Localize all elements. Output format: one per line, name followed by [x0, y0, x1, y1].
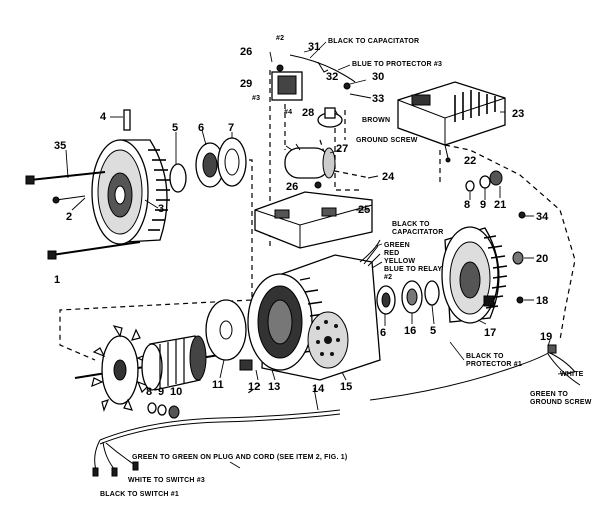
callout-blue-to-relay: BLUE TO RELAY [384, 266, 442, 273]
callout-white-to-switch: WHITE TO SWITCH #3 [128, 477, 205, 484]
part-number-8-rear: 8 [464, 199, 470, 211]
relay-assembly [254, 54, 379, 249]
front-bearing-stack [169, 137, 247, 193]
part-number-1: 1 [54, 274, 60, 286]
callout-black-to-protector-1: BLACK TO [466, 353, 504, 360]
part-number-6-front: 6 [198, 122, 204, 134]
callout-black-to-switch: BLACK TO SWITCH #1 [100, 491, 179, 498]
part-number-5-rear: 5 [430, 325, 436, 337]
callout-ground-screw: GROUND SCREW [356, 137, 418, 144]
callout-black-to-protector-2: PROTECTOR #1 [466, 361, 522, 368]
part-number-18: 18 [536, 295, 548, 307]
part-number-30: 30 [372, 71, 384, 83]
callout-brown: BROWN [362, 117, 390, 124]
part-number-11: 11 [212, 379, 224, 391]
callout-terminal-4: #4 [284, 109, 292, 116]
callout-green-to-ground-2: GROUND SCREW [530, 399, 592, 406]
part-number-26-mid: 26 [286, 181, 298, 193]
wiring-callouts: BLACK TO CAPACITATOR BLUE TO PROTECTOR #… [100, 35, 592, 498]
callout-terminal-2: #2 [276, 35, 284, 42]
part-number-33: 33 [372, 93, 384, 105]
rear-bearing-stack [376, 280, 440, 315]
part-number-16: 16 [404, 325, 416, 337]
part-number-29: 29 [240, 78, 252, 90]
part-number-6-rear: 6 [380, 327, 386, 339]
part-number-10: 10 [170, 386, 182, 398]
end-bell-rear [441, 211, 526, 324]
part-number-28: 28 [302, 107, 314, 119]
leader-lines [65, 49, 551, 411]
part-number-12: 12 [248, 381, 260, 393]
callout-green-to-ground-1: GREEN TO [530, 391, 568, 398]
part-number-26-top: 26 [240, 46, 252, 58]
callout-yellow: YELLOW [384, 258, 415, 265]
callout-black-to-capacitor-mid-1: BLACK TO [392, 221, 430, 228]
callout-black-to-capacitor-top: BLACK TO CAPACITATOR [328, 38, 419, 45]
callout-relay-terminal: #2 [384, 274, 392, 281]
part-number-labels: 35 4 5 6 7 2 3 1 26 31 32 29 30 33 28 23… [54, 41, 552, 398]
end-bell-front [91, 139, 170, 245]
terminal-cover [397, 81, 506, 163]
part-number-23: 23 [512, 108, 524, 120]
part-number-13: 13 [268, 381, 280, 393]
part-number-3: 3 [158, 203, 164, 215]
part-number-17: 17 [484, 327, 496, 339]
part-number-31: 31 [308, 41, 320, 53]
callout-terminal-3: #3 [252, 95, 260, 102]
callout-red: RED [384, 250, 399, 257]
part-number-27: 27 [336, 143, 348, 155]
part-number-35: 35 [54, 140, 66, 152]
callout-black-to-capacitor-mid-2: CAPACITATOR [392, 229, 443, 236]
part-number-9-front: 9 [158, 386, 164, 398]
part-number-5-front: 5 [172, 122, 178, 134]
part-number-9-rear: 9 [480, 199, 486, 211]
part-number-25: 25 [358, 204, 370, 216]
callout-green: GREEN [384, 242, 410, 249]
stator-housing [247, 239, 383, 381]
rear-hardware-small [465, 170, 503, 192]
part-number-32: 32 [326, 71, 338, 83]
power-cord [92, 344, 581, 477]
part-number-14: 14 [312, 383, 325, 395]
part-number-4: 4 [100, 111, 107, 123]
part-number-15: 15 [340, 381, 352, 393]
part-number-8-front: 8 [146, 386, 152, 398]
part-number-22: 22 [464, 155, 476, 167]
callout-white: WHITE [560, 371, 584, 378]
rotor-assembly [74, 299, 253, 419]
part-number-34: 34 [536, 211, 549, 223]
part-number-7: 7 [228, 122, 234, 134]
part-number-19: 19 [540, 331, 552, 343]
callout-green-to-green-plug: GREEN TO GREEN ON PLUG AND CORD (SEE ITE… [132, 454, 347, 461]
callout-blue-to-protector: BLUE TO PROTECTOR #3 [352, 61, 442, 68]
callout-leaders [229, 41, 576, 469]
part-number-21: 21 [494, 199, 506, 211]
part-number-2: 2 [66, 211, 72, 223]
part-number-20: 20 [536, 253, 548, 265]
part-number-24: 24 [382, 171, 395, 183]
